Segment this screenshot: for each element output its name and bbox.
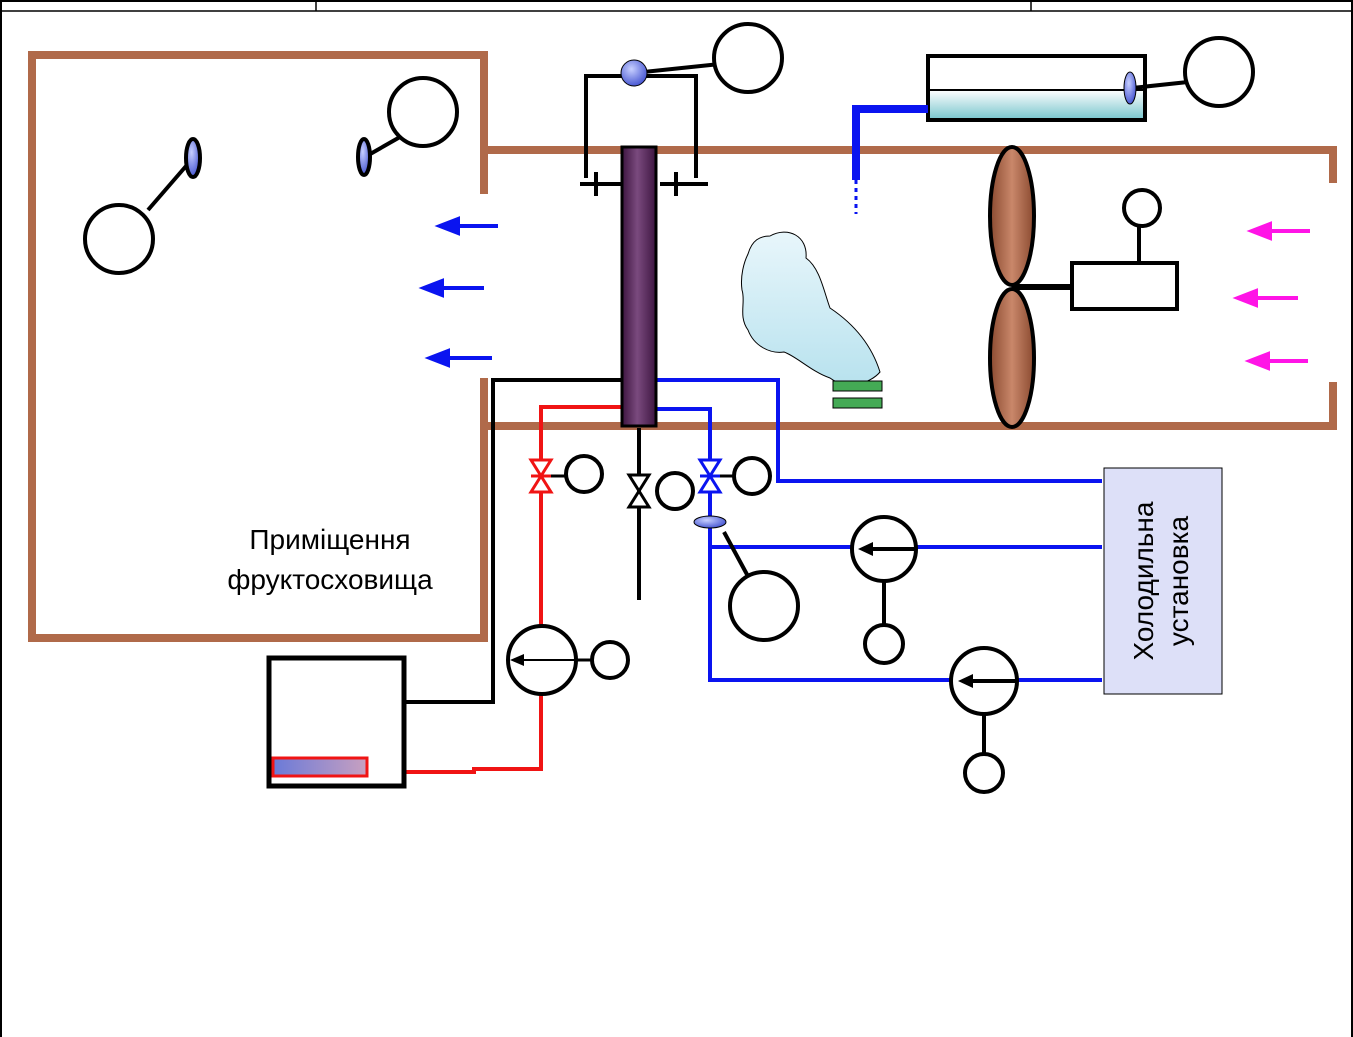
- return-air-arrows: [418, 216, 498, 368]
- spray-nozzle: [852, 105, 928, 214]
- air-duct-walls: [484, 146, 1337, 430]
- fan: [988, 145, 1179, 429]
- cooling-pump-lower: [949, 646, 1019, 794]
- water-tank: [926, 54, 1147, 122]
- cooling-pump-upper: [850, 515, 918, 665]
- water-heater: [266, 655, 407, 789]
- hot-water-valve: [528, 454, 604, 494]
- cold-water-valve: [697, 456, 772, 496]
- refrigeration-unit-label-line1: Холодильна: [1128, 501, 1159, 660]
- intake-air-arrows: [1232, 221, 1310, 371]
- drain-valve: [626, 471, 695, 511]
- control-line: [404, 378, 641, 704]
- pipe-temperature-sensor: [693, 515, 800, 642]
- refrigeration-unit-label-line2: установка: [1163, 516, 1194, 647]
- contact-column: [620, 145, 658, 428]
- humidifier-mist: [741, 231, 883, 409]
- heating-pipe: [404, 405, 622, 774]
- room-sensor-right: [356, 76, 459, 177]
- refrigeration-unit: [1103, 467, 1223, 695]
- column-top-sensor-bulb: [620, 59, 648, 87]
- room-sensor-left: [83, 137, 202, 275]
- tank-level-sensor: [1123, 36, 1255, 108]
- column-top-sensor: [580, 22, 784, 196]
- room-label-line2: фруктосховища: [227, 564, 433, 595]
- storage-room-walls: [28, 51, 488, 642]
- room-label-line1: Приміщення: [249, 524, 410, 555]
- hot-water-pump: [506, 624, 630, 696]
